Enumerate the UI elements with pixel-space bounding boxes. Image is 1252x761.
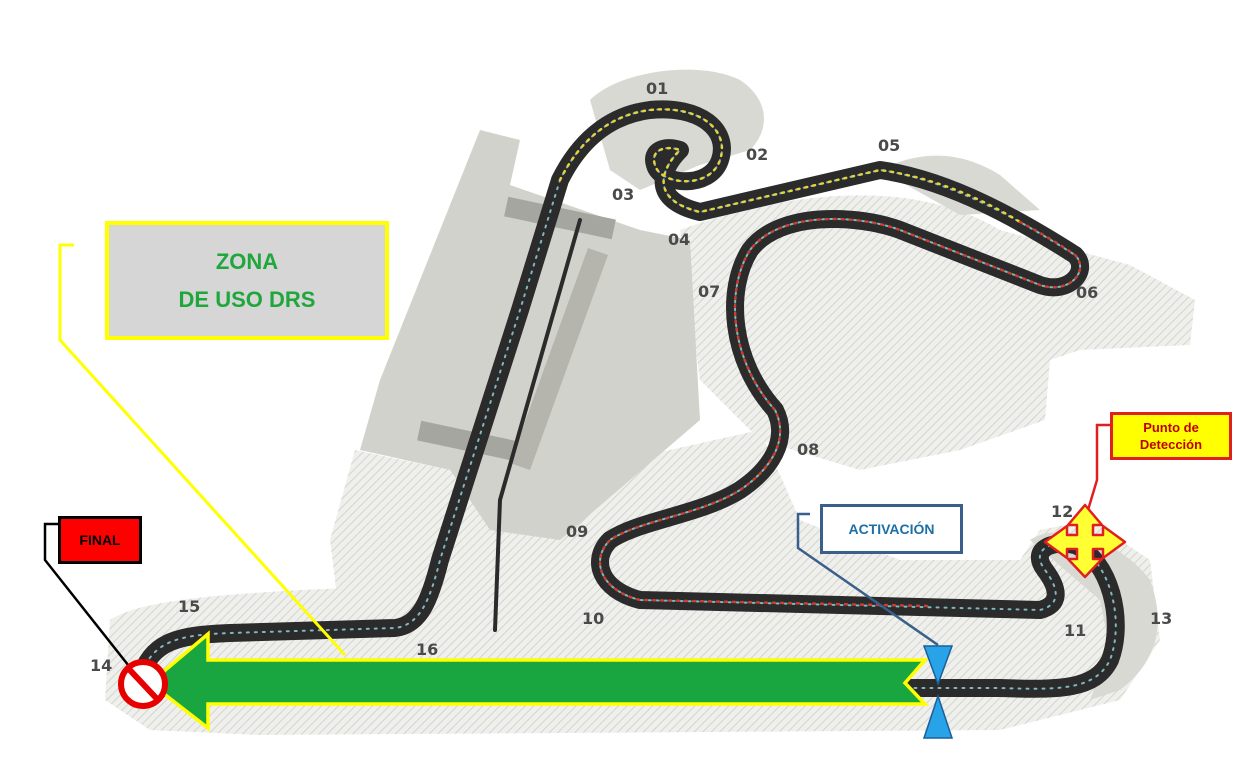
turn-label: 04 [668,230,690,249]
turn-label: 13 [1150,609,1172,628]
turn-label: 10 [582,609,604,628]
hourglass-activation-icon [922,645,954,739]
turn-label: 16 [416,640,438,659]
turn-label: 07 [698,282,720,301]
detection-line2: Detección [1139,437,1203,452]
turn-numbers: 01 02 03 04 05 06 07 08 09 10 11 12 13 1… [90,79,1172,675]
final-label: FINAL [58,516,142,564]
no-entry-icon [118,659,168,709]
turn-label: 14 [90,656,112,675]
drs-zone-line2: DE USO DRS [178,286,316,312]
detection-point-label: Punto de Detección [1110,412,1232,460]
turn-label: 15 [178,597,200,616]
turn-label: 03 [612,185,634,204]
turn-label: 06 [1076,283,1098,302]
drs-zone-label: ZONA DE USO DRS [105,221,389,340]
drs-arrow-icon [147,630,930,732]
turn-label: 02 [746,145,768,164]
turn-label: 11 [1064,621,1086,640]
activation-label: ACTIVACIÓN [820,504,963,554]
turn-label: 08 [797,440,819,459]
callout-lines [43,243,1110,681]
turn-label: 12 [1051,502,1073,521]
drs-zone-line1: ZONA [215,248,279,274]
turn-label: 05 [878,136,900,155]
detection-line1: Punto de [1143,420,1199,435]
four-way-arrow-icon [1043,503,1127,579]
turn-label: 01 [646,79,668,98]
turn-label: 09 [566,522,588,541]
